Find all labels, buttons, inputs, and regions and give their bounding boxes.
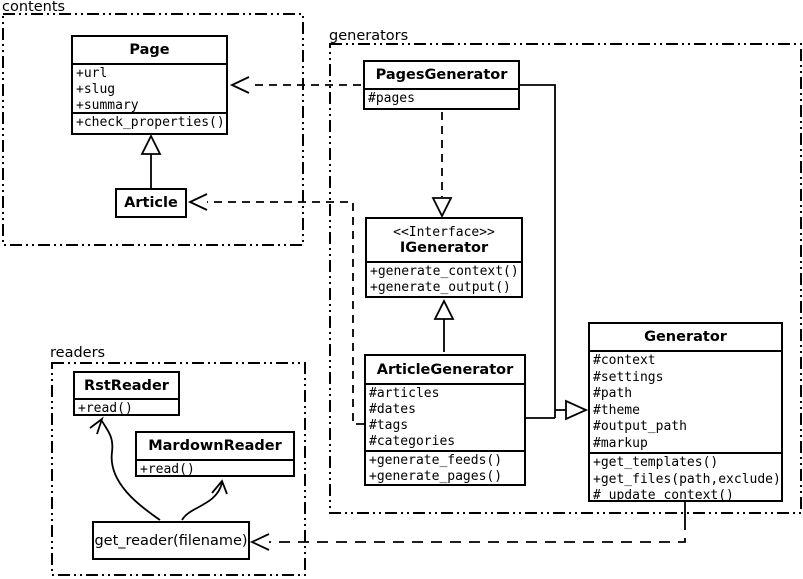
class-mardownreader: MardownReader +read() — [135, 431, 295, 477]
class-rstreader-title-compartment: RstReader — [75, 373, 178, 398]
attribute: #articles — [369, 386, 440, 401]
class-title: Generator — [644, 329, 727, 345]
arrow-getreader-to-mardownreader — [181, 479, 228, 521]
arrow-getreader-to-rstreader — [89, 416, 161, 521]
class-page-title-compartment: Page — [73, 37, 226, 63]
method: +check_properties() — [76, 115, 225, 130]
function-get-reader: get_reader(filename) — [92, 521, 250, 560]
class-title: ArticleGenerator — [376, 361, 514, 378]
attribute: #dates — [369, 402, 416, 417]
class-article: Article — [115, 188, 187, 218]
method: +generate_context() — [370, 264, 519, 279]
package-label-generators: generators — [329, 28, 409, 44]
package-border-contents — [2, 13, 304, 246]
function-label: get_reader(filename) — [94, 532, 248, 549]
class-title: Article — [124, 195, 178, 211]
method: +generate_output() — [370, 280, 511, 295]
attribute: #categories — [369, 434, 456, 449]
class-articlegenerator-methods: +generate_feeds() +generate_pages() — [366, 450, 524, 484]
class-title: IGenerator — [399, 239, 489, 256]
class-igenerator-title-compartment: <<Interface>> IGenerator — [367, 219, 521, 261]
dependency-pagesgenerator-to-page — [229, 76, 361, 94]
class-title: Page — [129, 42, 170, 58]
method: +read() — [78, 401, 133, 414]
class-title: RstReader — [84, 377, 169, 394]
class-rstreader-methods: +read() — [75, 398, 178, 414]
class-pagesgenerator-title-compartment: PagesGenerator — [365, 62, 518, 88]
method: +generate_pages() — [369, 469, 503, 484]
attribute: #settings — [593, 369, 664, 385]
package-label-readers: readers — [50, 345, 106, 361]
class-article-title-compartment: Article — [117, 190, 185, 216]
method: +get_templates() — [593, 455, 719, 470]
attribute: +slug — [76, 82, 116, 97]
attribute: #output_path — [593, 419, 687, 435]
package-border-readers — [51, 362, 306, 576]
class-igenerator-methods: +generate_context() +generate_output() — [367, 261, 521, 296]
class-title: PagesGenerator — [375, 67, 508, 83]
method: +get_files(path,exclude) — [593, 471, 781, 487]
method: +read() — [140, 462, 195, 475]
class-generator: Generator #context #settings #path #them… — [588, 322, 783, 502]
stereotype: <<Interface>> — [393, 224, 495, 240]
generalization-articlegenerator-to-igenerator — [433, 298, 455, 352]
class-pagesgenerator: PagesGenerator #pages — [363, 60, 520, 110]
attribute: +url — [76, 66, 108, 81]
class-rstreader: RstReader +read() — [73, 371, 180, 416]
attribute: #theme — [593, 402, 640, 418]
attribute: +summary — [76, 98, 139, 112]
class-mardownreader-title-compartment: MardownReader — [137, 433, 293, 459]
attribute: #markup — [593, 435, 648, 451]
class-generator-title-compartment: Generator — [590, 324, 781, 350]
class-page-methods: +check_properties() — [73, 112, 226, 133]
attribute: #path — [593, 386, 633, 402]
attribute: #tags — [369, 418, 409, 433]
class-pagesgenerator-attributes: #pages — [365, 88, 518, 108]
class-title: MardownReader — [148, 438, 282, 454]
attribute: #pages — [368, 91, 415, 106]
method: #_update_context() — [593, 488, 734, 500]
class-generator-methods: +get_templates() +get_files(path,exclude… — [590, 452, 781, 500]
class-page: Page +url +slug +summary +check_properti… — [71, 35, 228, 135]
class-articlegenerator: ArticleGenerator #articles #dates #tags … — [364, 354, 526, 486]
dependency-articlegenerator-to-article — [187, 193, 364, 425]
class-mardownreader-methods: +read() — [137, 459, 293, 475]
generalization-article-to-page — [140, 133, 162, 188]
class-page-attributes: +url +slug +summary — [73, 63, 226, 112]
class-igenerator: <<Interface>> IGenerator +generate_conte… — [365, 217, 523, 298]
package-border-generators — [329, 43, 802, 514]
realization-pagesgenerator-to-igenerator — [431, 112, 453, 219]
package-label-contents: contents — [2, 0, 66, 15]
class-generator-attributes: #context #settings #path #theme #output_… — [590, 350, 781, 452]
dependency-generator-to-getreader — [249, 500, 686, 551]
class-articlegenerator-title-compartment: ArticleGenerator — [366, 356, 524, 383]
generalization-generators-to-generator — [519, 84, 589, 421]
class-articlegenerator-attributes: #articles #dates #tags #categories — [366, 383, 524, 450]
attribute: #context — [593, 353, 656, 368]
method: +generate_feeds() — [369, 453, 503, 468]
